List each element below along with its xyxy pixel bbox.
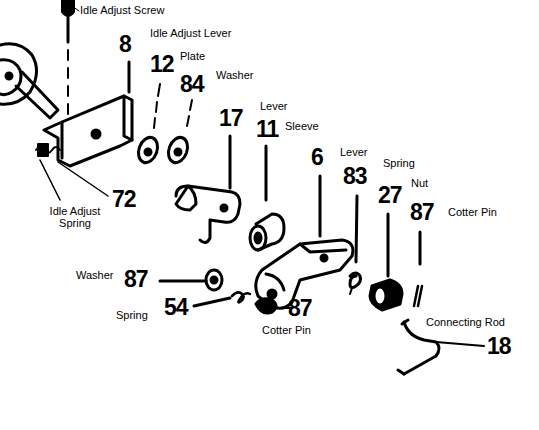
lever xyxy=(176,136,240,243)
callout-number: 6 xyxy=(311,145,323,169)
washer xyxy=(165,100,192,165)
lever xyxy=(256,176,353,308)
spring xyxy=(194,292,250,306)
sleeve xyxy=(250,146,284,250)
cotter-pin xyxy=(256,299,292,313)
callout-number: 18 xyxy=(487,334,511,358)
washer xyxy=(160,270,222,290)
part-name: Idle Adjust Lever xyxy=(150,27,231,39)
part-name: Cotter Pin xyxy=(448,206,497,218)
callout-number: 83 xyxy=(343,164,367,188)
part-name: Washer xyxy=(216,69,254,81)
callout-number: 87 xyxy=(124,267,148,291)
callout-number: 84 xyxy=(180,72,204,96)
connecting-rod xyxy=(398,320,484,374)
part-name: Lever xyxy=(340,146,368,158)
idle-adjust-screw xyxy=(62,0,79,114)
idle-adjust-spring xyxy=(36,144,108,200)
part-name: Connecting Rod xyxy=(426,316,505,328)
callout-number: 72 xyxy=(112,187,136,211)
part-name: Idle Adjust Spring xyxy=(38,205,112,229)
part-name: Spring xyxy=(383,157,415,169)
callout-number: 87 xyxy=(288,296,312,320)
part-name: Cotter Pin xyxy=(262,324,311,336)
throttle-shaft-arm xyxy=(0,44,58,118)
callout-number: 11 xyxy=(256,117,278,141)
idle-adjust-lever xyxy=(44,62,132,166)
part-name: Washer xyxy=(76,269,114,281)
callout-number: 27 xyxy=(378,183,402,207)
part-name: Idle Adjust Screw xyxy=(80,4,164,16)
part-name: Plate xyxy=(180,50,205,62)
spring xyxy=(350,196,361,294)
callout-number: 8 xyxy=(119,32,131,56)
cotter-pin xyxy=(414,232,422,306)
callout-number: 17 xyxy=(219,106,243,130)
callout-number: 54 xyxy=(164,295,188,319)
plate xyxy=(135,84,161,165)
part-name: Spring xyxy=(116,309,148,321)
callout-number: 87 xyxy=(410,200,434,224)
part-name: Nut xyxy=(411,177,428,189)
part-name: Lever xyxy=(260,100,288,112)
callout-number: 12 xyxy=(150,52,174,76)
nut xyxy=(370,214,402,310)
part-name: Sleeve xyxy=(285,120,319,132)
